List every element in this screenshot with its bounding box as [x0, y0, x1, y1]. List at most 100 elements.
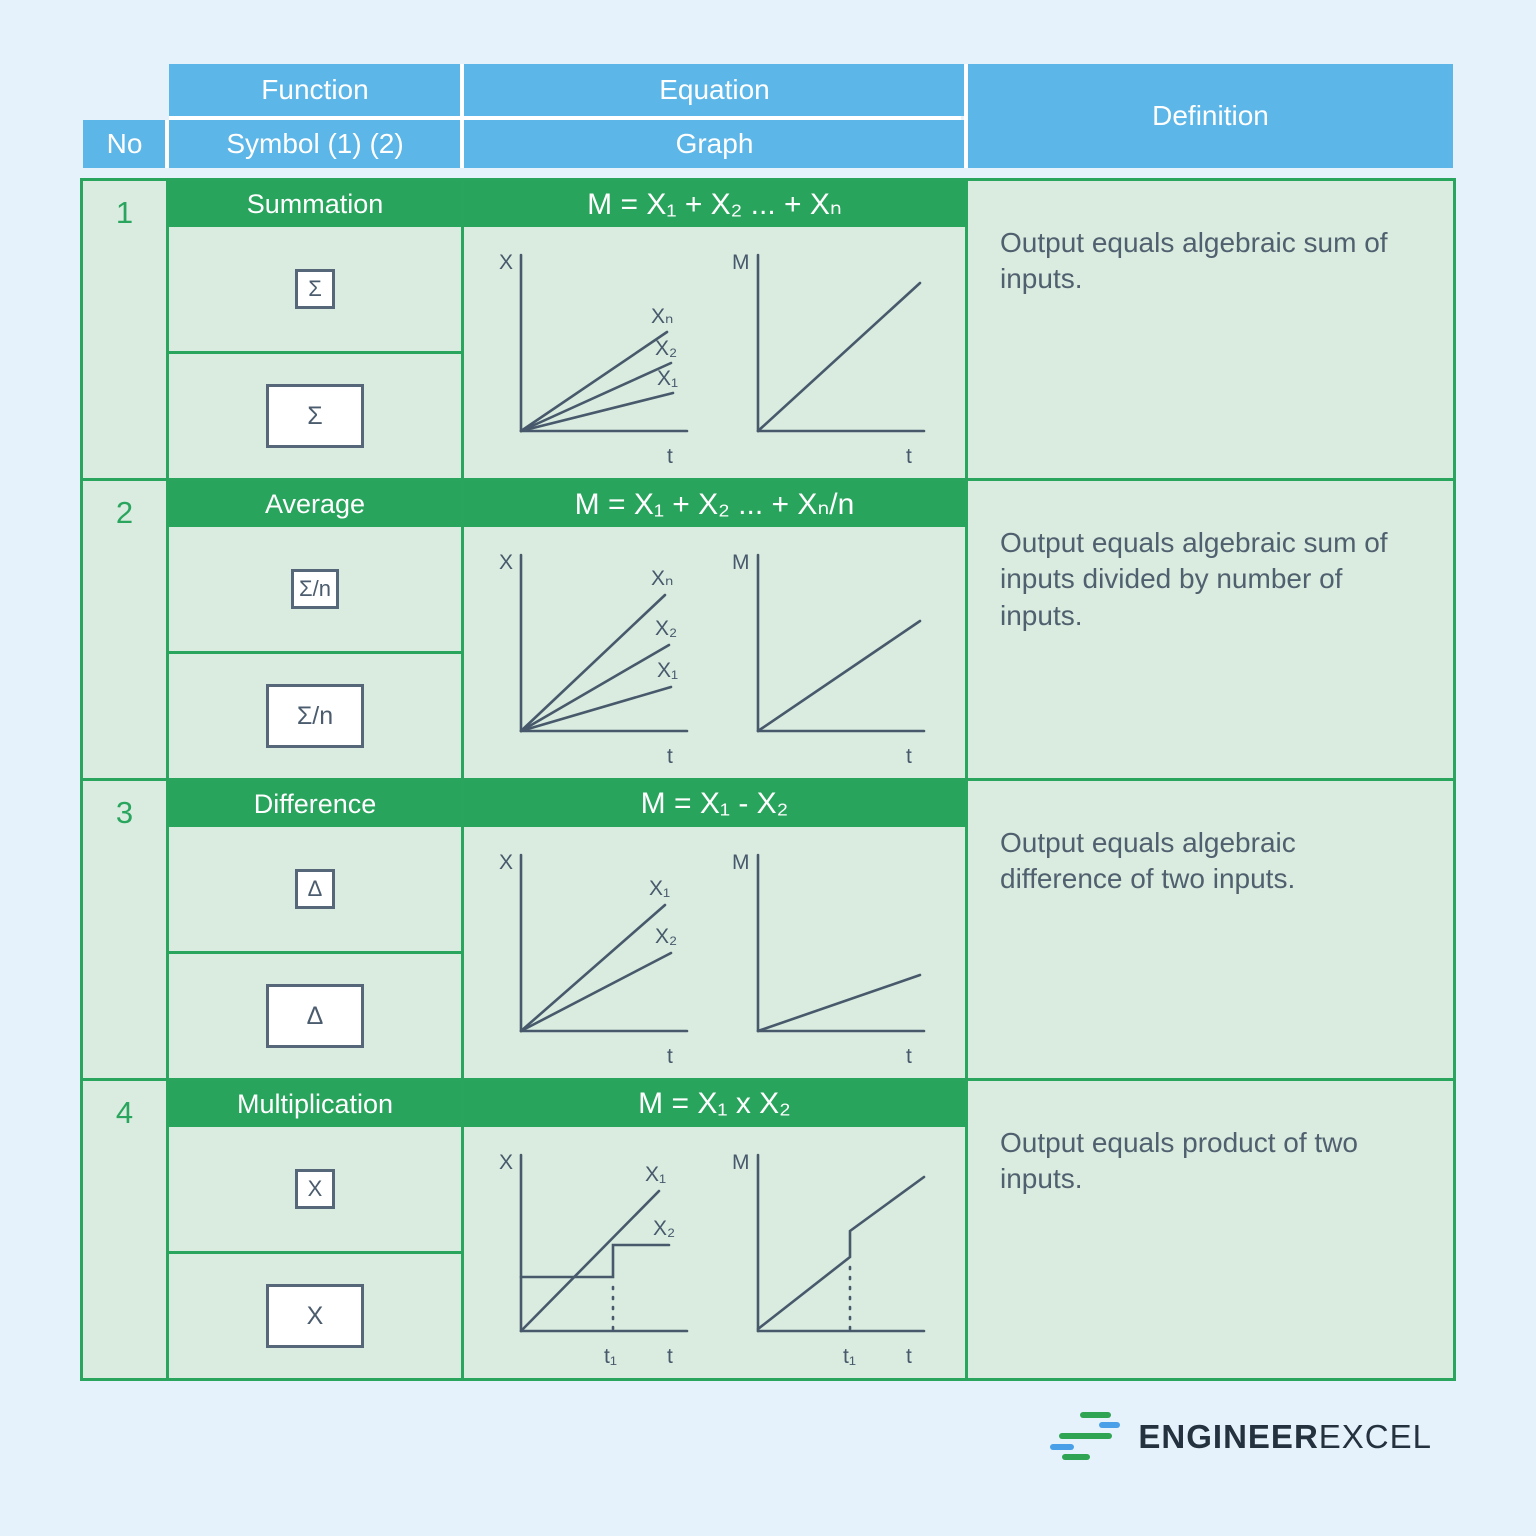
logo-text-excel: EXCEL	[1318, 1418, 1432, 1455]
header-divider	[964, 64, 968, 168]
header-no: No	[83, 120, 166, 168]
function-name: Multiplication	[169, 1081, 461, 1127]
engineerexcel-logo: ENGINEEREXCEL	[1050, 1412, 1432, 1462]
x1-line	[519, 685, 673, 733]
x-axis-label: t	[667, 445, 673, 468]
symbol-1-cell: Σ	[169, 227, 461, 354]
symbol-2-cell: Δ	[169, 954, 461, 1078]
m-step-line	[756, 1175, 926, 1331]
logo-text-engineer: ENGINEER	[1138, 1418, 1319, 1455]
x-axis-label: t	[667, 1045, 673, 1068]
x1-label: X₁	[645, 1163, 666, 1186]
y-axis-label: M	[732, 251, 750, 274]
symbol-2-cell: X	[169, 1254, 461, 1378]
xn-line	[519, 330, 669, 433]
x2-label: X₂	[653, 1217, 675, 1240]
output-graph: M t	[732, 251, 926, 468]
symbol-2-cell: Σ/n	[169, 654, 461, 778]
x-axis-label: t	[667, 745, 673, 768]
x2-line	[519, 643, 671, 733]
logo-bar-blue	[1050, 1444, 1075, 1450]
function-column-average: Average Σ/n Σ/n	[169, 481, 461, 778]
row-number-cell: 1	[83, 181, 166, 478]
function-name: Average	[169, 481, 461, 527]
x-axis-label: t	[906, 1345, 912, 1368]
x2-label: X₂	[655, 925, 677, 948]
output-graph: M t	[732, 551, 926, 768]
x-axis-label: t	[906, 445, 912, 468]
x1-line	[519, 391, 675, 433]
graph-pair: X X₁ X₂ t₁ t M t₁	[464, 1127, 965, 1378]
logo-bar-blue	[1099, 1422, 1121, 1428]
symbol-1-cell: Σ/n	[169, 527, 461, 654]
m-line	[756, 281, 922, 433]
function-column-multiplication: Multiplication X X	[169, 1081, 461, 1378]
graph-pair: X X₁ X₂ t M t	[464, 827, 965, 1078]
logo-bar-green	[1062, 1454, 1091, 1460]
graph-column-multiplication: M = X₁ x X₂ X X₁ X₂ t₁ t M	[464, 1081, 965, 1378]
average-symbol-large: Σ/n	[266, 684, 364, 748]
summation-symbol-small: Σ	[295, 269, 335, 309]
table-body: 1 Summation Σ Σ M = X₁ + X₂ ... + Xₙ X	[80, 178, 1456, 1381]
header-equation: Equation	[464, 64, 965, 116]
x2-line	[519, 951, 673, 1033]
y-axis-label: M	[732, 1151, 750, 1174]
y-axis-label: X	[499, 1151, 513, 1174]
definition-cell: Output equals algebraic sum of inputs di…	[968, 481, 1453, 778]
definition-cell: Output equals algebraic sum of inputs.	[968, 181, 1453, 478]
equation-label: M = X₁ x X₂	[464, 1081, 965, 1127]
function-name: Difference	[169, 781, 461, 827]
xn-label: Xₙ	[651, 567, 673, 590]
x1-line	[519, 903, 667, 1033]
equation-label: M = X₁ + X₂ ... + Xₙ/n	[464, 481, 965, 527]
header-symbol: Symbol (1) (2)	[169, 120, 461, 168]
header-graph: Graph	[464, 120, 965, 168]
definition-cell: Output equals algebraic difference of tw…	[968, 781, 1453, 1078]
row-number-cell: 4	[83, 1081, 166, 1378]
row-number-cell: 2	[83, 481, 166, 778]
multiplication-symbol-large: X	[266, 1284, 364, 1348]
difference-symbol-small: Δ	[295, 869, 335, 909]
y-axis-label: X	[499, 251, 513, 274]
xn-line	[519, 593, 667, 733]
logo-wordmark: ENGINEEREXCEL	[1138, 1418, 1432, 1456]
x2-line	[519, 361, 673, 433]
t1-label: t₁	[604, 1345, 617, 1368]
equation-label: M = X₁ + X₂ ... + Xₙ	[464, 181, 965, 227]
x1-label: X₁	[657, 659, 678, 682]
logo-bar-green	[1080, 1412, 1112, 1418]
y-axis-label: X	[499, 551, 513, 574]
m-line	[756, 973, 922, 1033]
table-header: Function Equation No Symbol (1) (2) Grap…	[80, 64, 1456, 168]
output-graph: M t	[732, 851, 926, 1068]
header-divider	[169, 116, 961, 120]
x1-line	[519, 1189, 661, 1333]
definition-cell: Output equals product of two inputs.	[968, 1081, 1453, 1378]
engineerexcel-logo-icon	[1050, 1412, 1122, 1462]
input-graph: X Xₙ X₂ X₁ t	[499, 551, 689, 768]
t1-label: t₁	[843, 1345, 856, 1368]
x2-label: X₂	[655, 617, 677, 640]
row-number-cell: 3	[83, 781, 166, 1078]
multiplication-symbol-small: X	[295, 1169, 335, 1209]
header-divider	[165, 120, 169, 168]
summation-symbol-large: Σ	[266, 384, 364, 448]
x2-label: X₂	[655, 337, 677, 360]
function-name: Summation	[169, 181, 461, 227]
average-symbol-small: Σ/n	[291, 569, 339, 609]
x1-label: X₁	[649, 877, 670, 900]
x1-label: X₁	[657, 367, 678, 390]
difference-symbol-large: Δ	[266, 984, 364, 1048]
m-line	[756, 619, 922, 733]
symbol-2-cell: Σ	[169, 354, 461, 478]
x2-step-line	[519, 1243, 671, 1279]
xn-label: Xₙ	[651, 305, 673, 328]
header-definition: Definition	[968, 64, 1453, 168]
symbol-1-cell: X	[169, 1127, 461, 1254]
x-axis-label: t	[906, 745, 912, 768]
y-axis-label: M	[732, 851, 750, 874]
equation-label: M = X₁ - X₂	[464, 781, 965, 827]
function-column-summation: Summation Σ Σ	[169, 181, 461, 478]
header-function: Function	[169, 64, 461, 116]
